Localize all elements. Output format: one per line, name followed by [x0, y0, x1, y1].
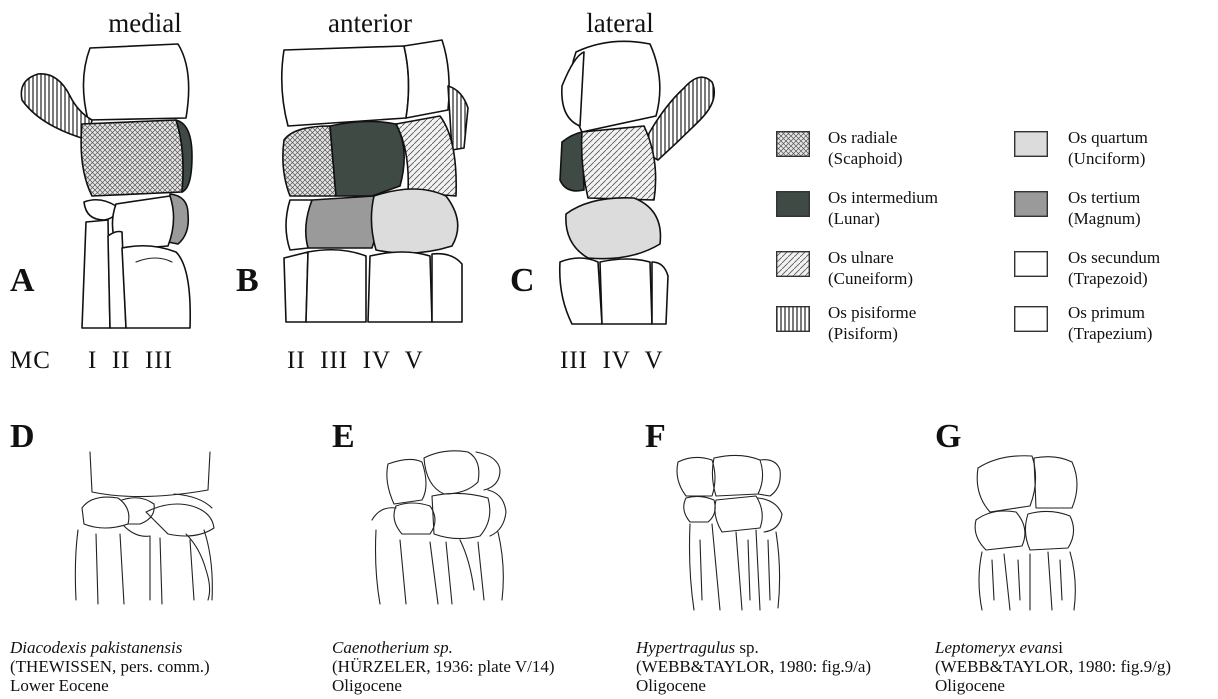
species-suffix: sp.	[735, 638, 759, 657]
source-citation: (THEWISSEN, pers. comm.)	[10, 657, 210, 676]
species-suffix: i	[1058, 638, 1063, 657]
species-name: Leptomeryx evans	[935, 638, 1058, 657]
geologic-age: Oligocene	[935, 676, 1171, 695]
caption-g: Leptomeryx evansi (WEBB&TAYLOR, 1980: fi…	[935, 638, 1171, 695]
geologic-age: Lower Eocene	[10, 676, 210, 695]
species-name: Caenotherium sp.	[332, 638, 555, 657]
species-name: Hypertragulus	[636, 638, 735, 657]
caption-f: Hypertragulus sp. (WEBB&TAYLOR, 1980: fi…	[636, 638, 871, 695]
caption-e: Caenotherium sp. (HÜRZELER, 1936: plate …	[332, 638, 555, 695]
geologic-age: Oligocene	[636, 676, 871, 695]
source-citation: (WEBB&TAYLOR, 1980: fig.9/a)	[636, 657, 871, 676]
source-citation: (HÜRZELER, 1936: plate V/14)	[332, 657, 555, 676]
source-citation: (WEBB&TAYLOR, 1980: fig.9/g)	[935, 657, 1171, 676]
species-name: Diacodexis pakistanensis	[10, 638, 210, 657]
caption-d: Diacodexis pakistanensis (THEWISSEN, per…	[10, 638, 210, 695]
geologic-age: Oligocene	[332, 676, 555, 695]
